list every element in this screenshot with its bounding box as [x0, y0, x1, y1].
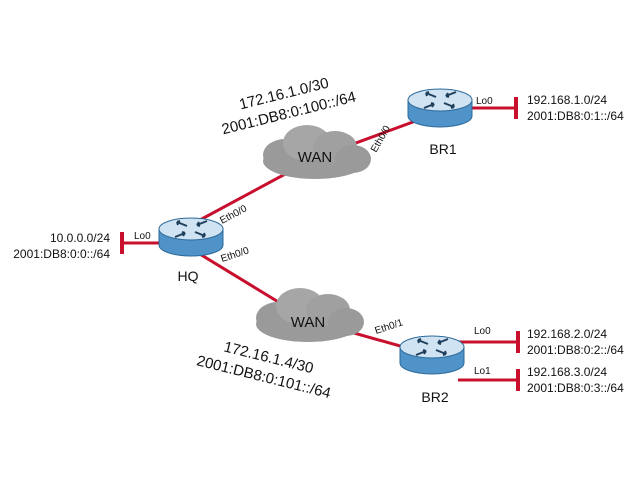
router-icon: [407, 88, 473, 128]
if-br2-lo0: Lo0: [474, 326, 491, 337]
if-hq-wan-bottom: Eth0/0: [220, 245, 251, 265]
if-br1-lo0: Lo0: [476, 96, 493, 107]
router-icon: [158, 217, 224, 257]
if-br2-lo1: Lo1: [474, 366, 491, 377]
router-hq-name: HQ: [178, 268, 199, 284]
br2-lo1-v6: 2001:DB8:0:3::/64: [527, 381, 624, 395]
br2-lo0-v4: 192.168.2.0/24: [527, 327, 607, 341]
router-br2: [399, 335, 465, 375]
wan-cloud-top: WAN: [263, 125, 371, 179]
br1-lo0-v4: 192.168.1.0/24: [527, 93, 607, 107]
router-icon: [399, 335, 465, 375]
if-br1-wan: Eth0/0: [369, 124, 393, 155]
br1-lo0-v6: 2001:DB8:0:1::/64: [527, 109, 624, 123]
wan-bottom-subnet: 172.16.1.4/30 2001:DB8:0:101::/64: [195, 338, 333, 402]
router-br1: [407, 88, 473, 128]
wan-cloud-bottom: WAN: [256, 288, 364, 342]
if-br2-wan: Eth0/1: [374, 317, 405, 337]
if-hq-lo0: Lo0: [134, 231, 151, 242]
wan-cloud-top-label: WAN: [298, 149, 332, 166]
router-hq: [158, 217, 224, 257]
router-br2-name: BR2: [421, 389, 448, 405]
hq-lo0-v6: 2001:DB8:0:0::/64: [13, 247, 110, 261]
wan-cloud-bottom-label: WAN: [291, 314, 325, 331]
hq-lo0-v4: 10.0.0.0/24: [50, 231, 110, 245]
br2-lo0-v6: 2001:DB8:0:2::/64: [527, 343, 624, 357]
wan-top-subnet: 172.16.1.0/30 2001:DB8:0:100::/64: [220, 75, 358, 139]
router-br1-name: BR1: [429, 141, 456, 157]
br2-lo1-v4: 192.168.3.0/24: [527, 365, 607, 379]
